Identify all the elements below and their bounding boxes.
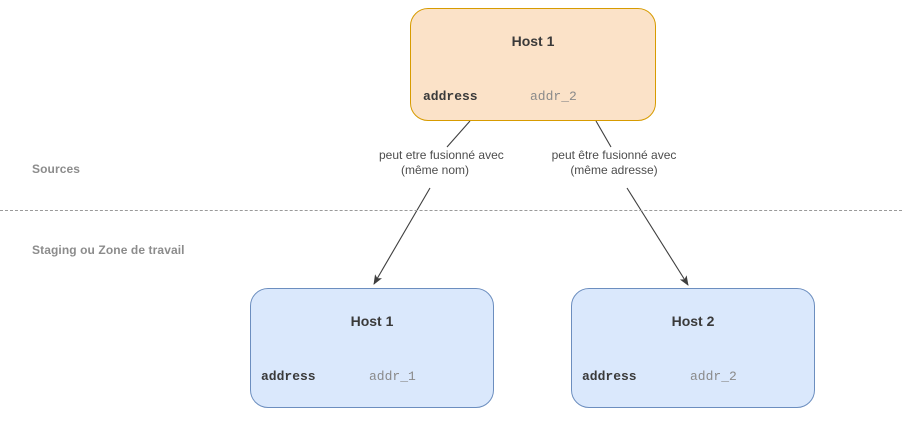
edge-merge-by-address bbox=[595, 120, 689, 286]
node-title: Host 1 bbox=[511, 33, 555, 49]
zone-label-sources: Sources bbox=[32, 162, 81, 176]
edge-label-merge-by-address: peut être fusionné avec (même adresse) bbox=[543, 148, 685, 178]
edge-merge-by-name bbox=[373, 120, 471, 285]
edge-label-line-2: (même adresse) bbox=[570, 163, 658, 177]
edge-label-line-1: peut etre fusionné avec bbox=[379, 148, 504, 162]
edge-label-line-1: peut être fusionné avec bbox=[551, 148, 677, 162]
node-source-host-1[interactable]: Host 1 address addr_2 bbox=[410, 8, 656, 121]
edge-label-merge-by-name: peut etre fusionné avec (même nom) bbox=[379, 148, 504, 178]
attribute-key: address bbox=[582, 369, 637, 384]
zone-divider bbox=[0, 210, 902, 211]
node-attribute-row: address addr_1 bbox=[251, 369, 493, 385]
node-staging-host-2[interactable]: Host 2 address addr_2 bbox=[571, 288, 815, 408]
node-title: Host 2 bbox=[671, 313, 715, 329]
node-staging-host-1[interactable]: Host 1 address addr_1 bbox=[250, 288, 494, 408]
attribute-value: addr_2 bbox=[690, 369, 737, 384]
attribute-value: addr_2 bbox=[530, 89, 577, 104]
edge-label-line-2: (même nom) bbox=[400, 163, 469, 177]
attribute-key: address bbox=[261, 369, 316, 384]
node-attribute-row: address addr_2 bbox=[572, 369, 814, 385]
attribute-key: address bbox=[423, 89, 478, 104]
attribute-value: addr_1 bbox=[369, 369, 416, 384]
zone-label-staging: Staging ou Zone de travail bbox=[32, 243, 185, 257]
node-attribute-row: address addr_2 bbox=[411, 89, 655, 105]
node-title: Host 1 bbox=[350, 313, 394, 329]
